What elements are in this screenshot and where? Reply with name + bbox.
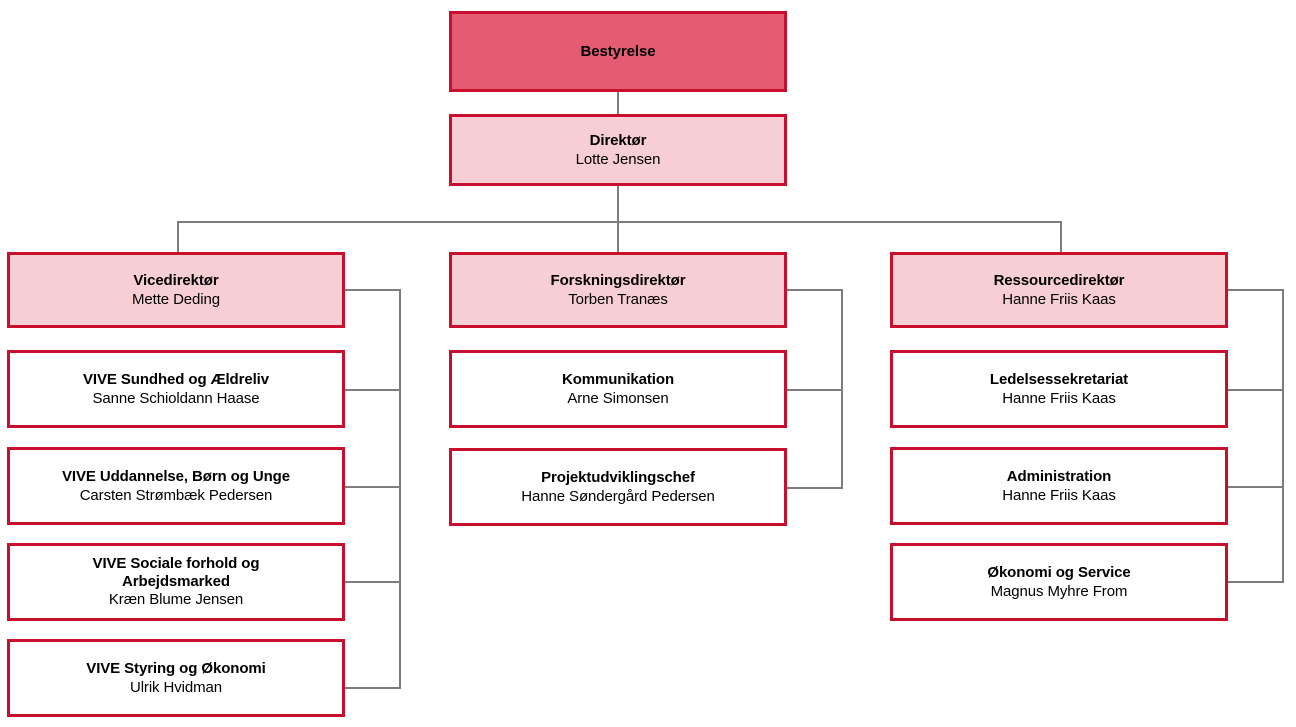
connector-branch-ressourcedirektor-3	[1228, 581, 1284, 583]
connector-branch-forskningsdirektor-head	[787, 289, 843, 291]
node-title: Forskningsdirektør	[550, 271, 686, 289]
node-vive-styring-og-okonomi[interactable]: VIVE Styring og Økonomi Ulrik Hvidman	[7, 639, 345, 717]
node-title: VIVE Uddannelse, Børn og Unge	[62, 467, 290, 485]
node-vive-sociale-forhold-og-arbejdsmarked[interactable]: VIVE Sociale forhold og Arbejdsmarked Kr…	[7, 543, 345, 621]
connector-trunk-to-vicedirektor	[177, 221, 179, 252]
connector-spine-ressourcedirektor	[1282, 290, 1284, 582]
node-person: Lotte Jensen	[575, 150, 661, 168]
connector-branch-vicedirektor-2	[345, 486, 401, 488]
node-title: Vicedirektør	[133, 271, 219, 289]
connector-branch-vicedirektor-1	[345, 389, 401, 391]
node-title: Økonomi og Service	[987, 563, 1131, 581]
node-person: Hanne Friis Kaas	[1002, 389, 1116, 407]
connector-branch-ressourcedirektor-head	[1228, 289, 1284, 291]
node-vicedirektor-head[interactable]: Vicedirektør Mette Deding	[7, 252, 345, 328]
node-title: Projektudviklingschef	[541, 468, 695, 486]
node-title: Bestyrelse	[580, 42, 656, 60]
connector-branch-ressourcedirektor-1	[1228, 389, 1284, 391]
node-okonomi-og-service[interactable]: Økonomi og Service Magnus Myhre From	[890, 543, 1228, 621]
node-title: Ledelsessekretariat	[989, 370, 1129, 388]
node-forskningsdirektor-head[interactable]: Forskningsdirektør Torben Tranæs	[449, 252, 787, 328]
node-person: Sanne Schioldann Haase	[92, 389, 260, 407]
node-bestyrelse[interactable]: Bestyrelse	[449, 11, 787, 92]
node-person: Hanne Friis Kaas	[1002, 290, 1116, 308]
connector-board-to-director	[617, 92, 619, 114]
connector-trunk-horizontal	[177, 221, 1061, 223]
node-person: Carsten Strømbæk Pedersen	[79, 486, 273, 504]
connector-branch-forskningsdirektor-2	[787, 487, 843, 489]
connector-director-to-trunk	[617, 186, 619, 222]
connector-trunk-to-ressourcedirektor	[1060, 221, 1062, 252]
node-person: Hanne Søndergård Pedersen	[521, 487, 715, 505]
node-kommunikation[interactable]: Kommunikation Arne Simonsen	[449, 350, 787, 428]
node-title: VIVE Styring og Økonomi	[86, 659, 266, 677]
connector-branch-ressourcedirektor-2	[1228, 486, 1284, 488]
node-person: Arne Simonsen	[567, 389, 669, 407]
node-projektudviklingschef[interactable]: Projektudviklingschef Hanne Søndergård P…	[449, 448, 787, 526]
node-person: Mette Deding	[131, 290, 221, 308]
node-vive-uddannelse-born-og-unge[interactable]: VIVE Uddannelse, Børn og Unge Carsten St…	[7, 447, 345, 525]
connector-branch-vicedirektor-head	[345, 289, 401, 291]
connector-branch-vicedirektor-4	[345, 687, 401, 689]
node-person: Torben Tranæs	[568, 290, 668, 308]
node-title: VIVE Sundhed og Ældreliv	[83, 370, 269, 388]
node-person: Ulrik Hvidman	[129, 678, 223, 696]
node-title: Administration	[1006, 467, 1112, 485]
node-title: VIVE Sociale forhold og Arbejdsmarked	[92, 554, 260, 590]
connector-branch-vicedirektor-3	[345, 581, 401, 583]
connector-branch-forskningsdirektor-1	[787, 389, 843, 391]
node-ressourcedirektor-head[interactable]: Ressourcedirektør Hanne Friis Kaas	[890, 252, 1228, 328]
node-direktor[interactable]: Direktør Lotte Jensen	[449, 114, 787, 186]
node-vive-sundhed-og-aeldreliv[interactable]: VIVE Sundhed og Ældreliv Sanne Schioldan…	[7, 350, 345, 428]
node-title: Ressourcedirektør	[993, 271, 1125, 289]
node-title: Direktør	[589, 131, 647, 149]
node-title: Kommunikation	[561, 370, 675, 388]
node-person: Hanne Friis Kaas	[1002, 486, 1116, 504]
connector-trunk-to-forskningsdirektor	[617, 221, 619, 252]
node-person: Magnus Myhre From	[990, 582, 1128, 600]
connector-spine-vicedirektor	[399, 290, 401, 688]
node-administration[interactable]: Administration Hanne Friis Kaas	[890, 447, 1228, 525]
node-ledelsessekretariat[interactable]: Ledelsessekretariat Hanne Friis Kaas	[890, 350, 1228, 428]
node-person: Kræn Blume Jensen	[108, 591, 244, 609]
